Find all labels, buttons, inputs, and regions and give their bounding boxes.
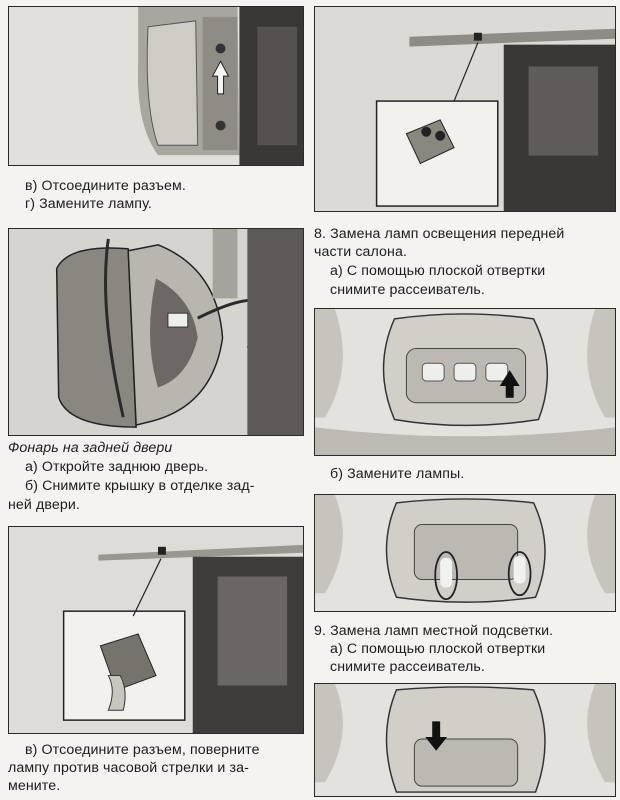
front-dome-lamp-illustration <box>315 309 615 455</box>
caption-rotate-lamp-line3: мените. <box>8 778 61 794</box>
step9-title: 9. Замена ламп местной подсветки. <box>314 623 554 639</box>
photo-lamp-unit-wires <box>8 228 304 436</box>
dome-lamp-bulbs-illustration <box>315 495 615 611</box>
caption-rotate-lamp-line2: лампу против часовой стрелки и за- <box>8 760 249 776</box>
step8a-line2: снимите рассеиватель. <box>330 282 485 298</box>
section-title-rear-door-lamp: Фонарь на задней двери <box>8 440 173 456</box>
photo-tail-lamp-connector <box>8 6 304 166</box>
step-remove-cover-line2: ней двери. <box>8 497 80 513</box>
photo-front-dome-lamp-arrow <box>314 308 616 456</box>
step8-title-line1: 8. Замена ламп освещения передней <box>314 226 565 242</box>
tail-lamp-illustration <box>9 7 303 165</box>
lamp-unit-illustration <box>9 229 303 435</box>
step-remove-cover-line1: б) Снимите крышку в отделке зад- <box>25 478 255 494</box>
photo-dome-lamp-bulbs <box>314 494 616 612</box>
step8b-replace-lamps: б) Замените лампы. <box>330 466 465 482</box>
caption-disconnect-connector: в) Отсоедините разъем. <box>25 178 186 194</box>
local-lamp-illustration <box>315 684 615 796</box>
photo-local-lamp-arrow <box>314 683 616 797</box>
photo-rear-door-inset <box>8 526 304 734</box>
photo-tailgate-inset <box>314 6 616 212</box>
caption-replace-lamp: г) Замените лампу. <box>25 196 152 212</box>
step-open-rear-door: а) Откройте заднюю дверь. <box>25 459 209 475</box>
step9a-line1: а) С помощью плоской отвертки <box>330 641 546 657</box>
step9a-line2: снимите рассеиватель. <box>330 659 485 675</box>
tailgate-illustration <box>315 7 615 211</box>
step8a-line1: а) С помощью плоской отвертки <box>330 263 546 279</box>
step8-title-line2: части салона. <box>314 244 408 260</box>
rear-door-illustration <box>9 527 303 733</box>
caption-rotate-lamp-line1: в) Отсоедините разъем, поверните <box>25 742 260 758</box>
